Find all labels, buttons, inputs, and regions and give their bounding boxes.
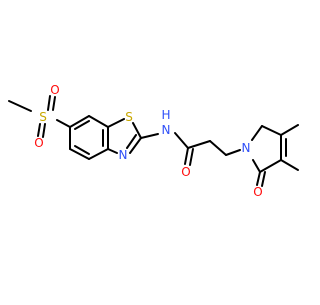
bond — [69, 115, 90, 128]
bond — [74, 120, 90, 130]
bond — [251, 125, 263, 141]
bond — [88, 148, 109, 160]
bond — [42, 123, 46, 138]
atom-labels: S O O S N N H O N O — [34, 83, 262, 199]
bond — [256, 171, 261, 186]
molecule-canvas: S O O S N N H O N O — [8, 83, 299, 199]
atom-label-o-isoindolinone: O — [253, 185, 262, 199]
bond — [47, 95, 51, 111]
atom-label-n-isoindolinone: N — [242, 141, 251, 155]
bond — [252, 159, 261, 173]
bond — [187, 140, 211, 149]
bond — [129, 137, 142, 154]
bond — [107, 148, 118, 154]
bonds — [8, 95, 299, 187]
bond — [261, 171, 266, 187]
bond — [52, 96, 56, 111]
atom-label-o-amide: O — [181, 165, 190, 179]
atom-label-o-sulfonyl-bottom: O — [34, 136, 43, 150]
bond — [259, 159, 282, 173]
bond — [107, 118, 125, 128]
bond — [261, 125, 282, 136]
bond — [280, 159, 299, 171]
bond — [225, 149, 241, 156]
bond — [88, 115, 109, 128]
bond — [8, 100, 32, 112]
molecule-diagram: S O O S N N H O N O — [8, 83, 299, 199]
bond — [69, 148, 90, 160]
atom-label-s-sulfonyl: S — [39, 110, 47, 124]
atom-label-n-thiazole: N — [119, 148, 128, 162]
bond — [140, 133, 159, 139]
bond — [280, 124, 299, 136]
bond — [37, 123, 41, 137]
atom-label-h-amide: H — [161, 108, 170, 122]
bond — [126, 134, 137, 149]
atom-label-o-sulfonyl-top: O — [50, 83, 59, 97]
bond — [132, 122, 142, 139]
bond — [189, 148, 194, 166]
atom-label-n-amide: N — [162, 123, 171, 137]
bond — [184, 147, 189, 165]
bond — [56, 119, 71, 128]
bond — [174, 132, 189, 149]
bond — [74, 145, 90, 155]
atom-label-s-thiazole: S — [125, 110, 133, 124]
bond — [209, 140, 227, 156]
